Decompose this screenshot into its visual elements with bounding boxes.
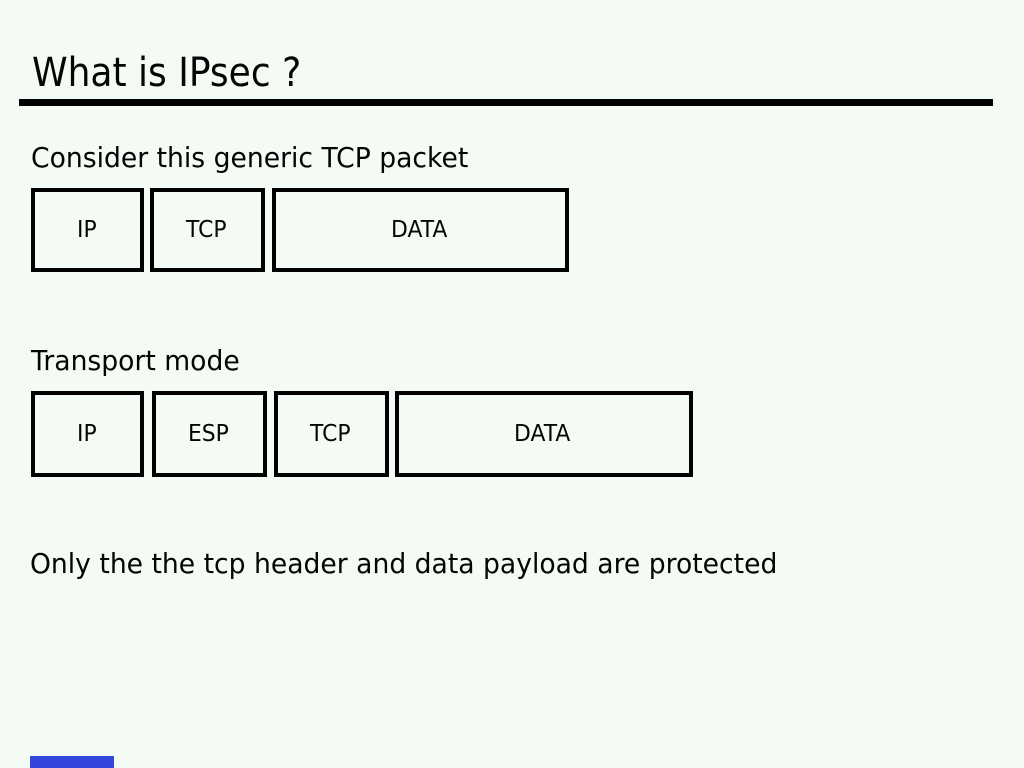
- caption-transport-mode: Transport mode: [31, 347, 251, 375]
- packet-box-tcp: TCP: [274, 391, 389, 477]
- packet-box-data: DATA: [395, 391, 693, 477]
- packet-box-label: DATA: [514, 420, 571, 447]
- caption-generic-packet: Consider this generic TCP packet: [31, 144, 491, 172]
- packet-box-label: IP: [77, 216, 97, 243]
- caption-generic-packet-text: Consider this generic TCP packet: [31, 141, 469, 174]
- packet-box-label: TCP: [186, 216, 227, 243]
- slide-title: What is IPsec ?: [32, 53, 331, 93]
- caption-protection-note: Only the the tcp header and data payload…: [30, 550, 817, 578]
- caption-protection-note-text: Only the the tcp header and data payload…: [30, 547, 778, 580]
- slide-title-text: What is IPsec ?: [32, 50, 302, 96]
- nav-link-bar[interactable]: [30, 756, 114, 768]
- caption-transport-mode-text: Transport mode: [31, 344, 240, 377]
- packet-box-tcp: TCP: [150, 188, 265, 272]
- packet-box-esp: ESP: [152, 391, 267, 477]
- packet-box-label: TCP: [310, 420, 351, 447]
- packet-box-label: DATA: [390, 216, 448, 243]
- packet-box-data: DATA: [272, 188, 569, 272]
- title-rule: [19, 99, 993, 106]
- packet-box-ip: IP: [31, 391, 144, 477]
- packet-box-ip: IP: [31, 188, 144, 272]
- packet-box-label: ESP: [187, 420, 229, 447]
- packet-box-label: IP: [77, 420, 97, 447]
